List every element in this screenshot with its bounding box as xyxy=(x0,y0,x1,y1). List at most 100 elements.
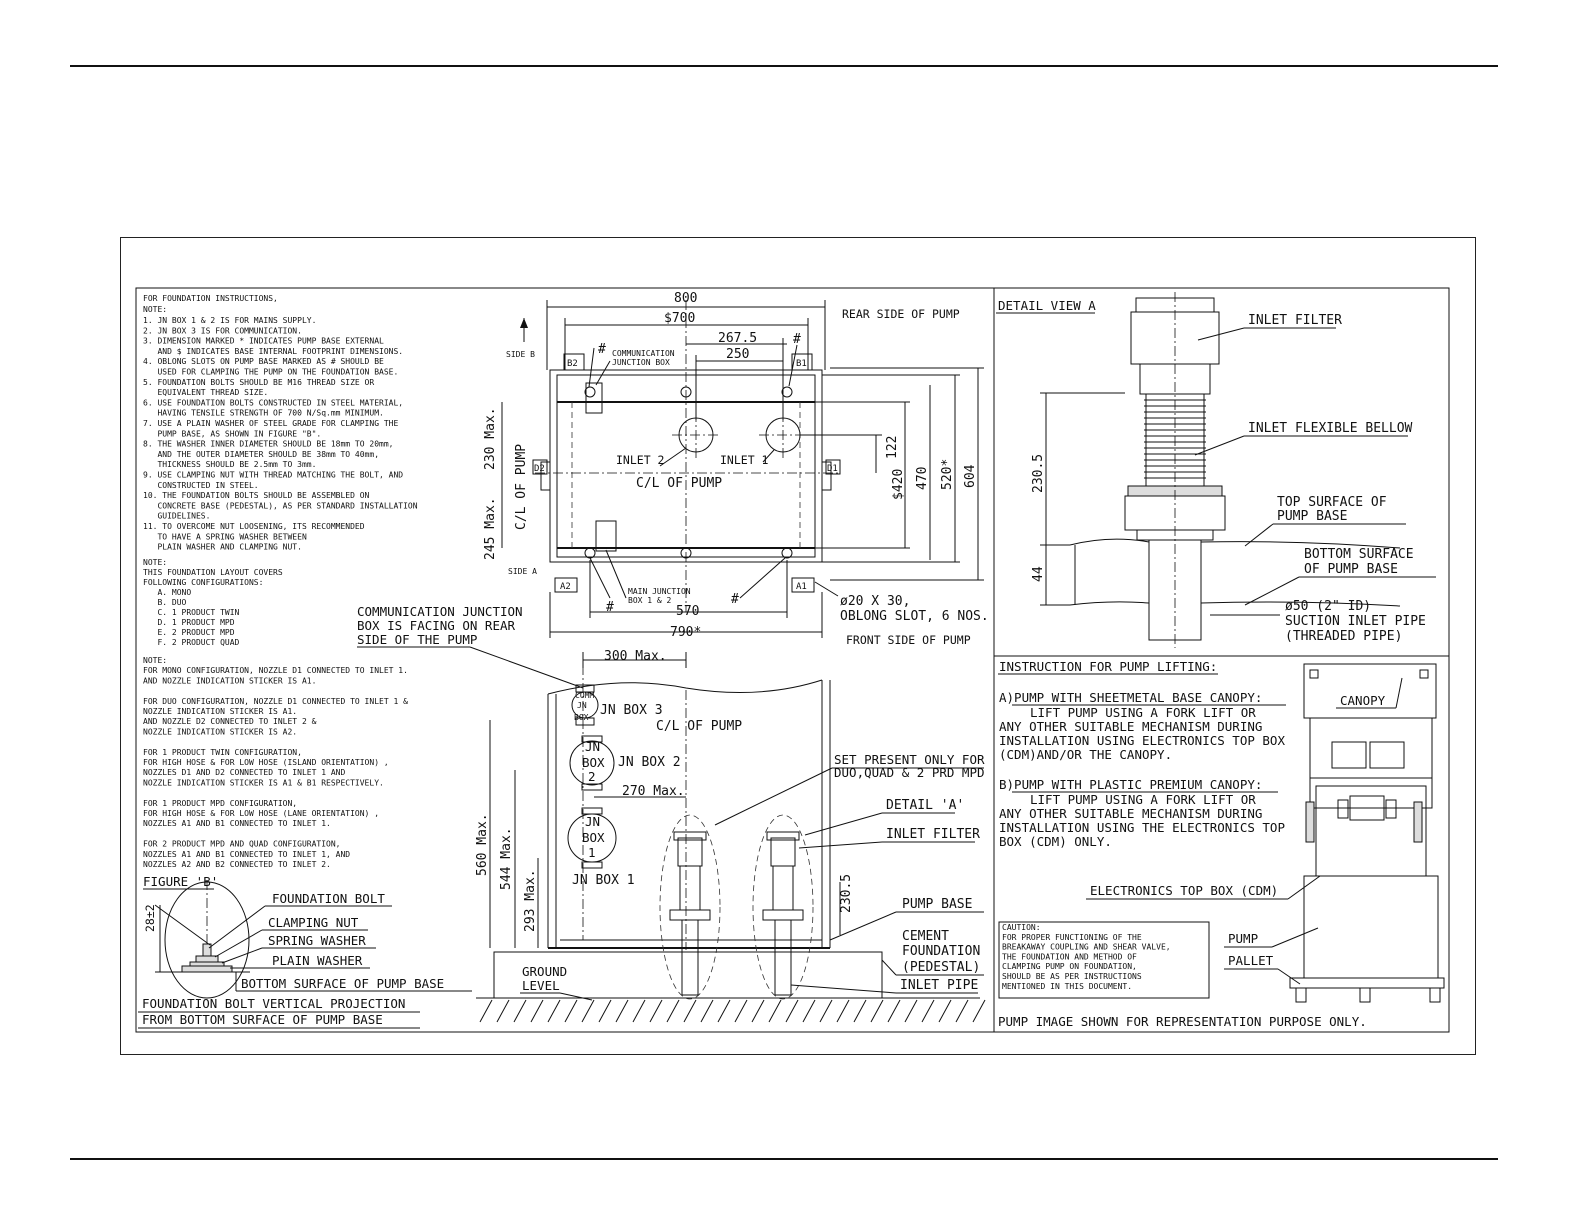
drawing-frame xyxy=(120,237,1476,1055)
ground-hatch xyxy=(479,999,986,1023)
note-line-1: 1. JN BOX 1 & 2 IS FOR MAINS SUPPLY. xyxy=(143,316,316,325)
dim-293: 293 Max. xyxy=(523,869,538,932)
label-clamping-nut: CLAMPING NUT xyxy=(268,915,359,930)
nozzle-line-13: NOZZLE INDICATION STICKER IS A1 & B1 RES… xyxy=(143,778,384,787)
detail-suction-2: SUCTION INLET PIPE xyxy=(1285,614,1426,629)
jn2-jn: JN xyxy=(585,739,600,754)
a2-tag xyxy=(554,577,578,593)
dim-470: 470 xyxy=(915,467,930,490)
lifting-b-line-3: INSTALLATION USING THE ELECTRONICS TOP xyxy=(999,820,1285,835)
config-notes: NOTE:THIS FOUNDATION LAYOUT COVERSFOLLOW… xyxy=(143,558,283,647)
jn3-label: JN BOX 3 xyxy=(600,703,663,718)
main-box-label-2: BOX 1 & 2 xyxy=(628,596,672,605)
note-line-6: USED FOR CLAMPING THE PUMP ON THE FOUNDA… xyxy=(143,368,398,377)
elev-cl-label: C/L OF PUMP xyxy=(656,719,742,734)
b2-tag xyxy=(563,353,585,371)
note-line-8: EQUIVALENT THREAD SIZE. xyxy=(143,388,268,397)
nozzle-line-5: FOR DUO CONFIGURATION, NOZZLE D1 CONNECT… xyxy=(143,697,408,706)
detail-view-panel xyxy=(993,287,1450,657)
caution-line-6: SHOULD BE AS PER INSTRUCTIONS xyxy=(1002,972,1142,981)
dim-270: 270 Max. xyxy=(622,784,685,799)
lifting-b-line-2: ANY OTHER SUITABLE MECHANISM DURING xyxy=(999,806,1262,821)
nozzle-left xyxy=(1305,801,1315,843)
pump-label: PUMP xyxy=(1228,931,1258,946)
note-line-15: THICKNESS SHOULD BE 2.5mm TO 3mm. xyxy=(143,460,316,469)
jn1-jn: JN xyxy=(585,814,600,829)
lifting-panel xyxy=(993,655,1450,1033)
set-present-2: DUO,QUAD & 2 PRD MPD xyxy=(834,765,985,780)
main-box-label-1: MAIN JUNCTION xyxy=(628,587,691,596)
dim-250: 250 xyxy=(726,347,749,362)
dim-700: $700 xyxy=(664,311,695,326)
ground-label-1: GROUND xyxy=(522,964,567,979)
detail-inlet-filter: INLET FILTER xyxy=(1248,313,1342,328)
hash-b1: # xyxy=(793,332,801,347)
note-line-13: 8. THE WASHER INNER DIAMETER SHOULD BE 1… xyxy=(143,440,393,449)
note-line-16: 9. USE CLAMPING NUT WITH THREAD MATCHING… xyxy=(143,471,403,480)
inlet-1-label: INLET 1 xyxy=(720,453,769,467)
comm-note-3: SIDE OF THE PUMP xyxy=(357,632,477,647)
note-line-17: CONSTRUCTED IN STEEL. xyxy=(143,481,259,490)
jn3-comm: COMM xyxy=(575,691,594,700)
nut-shape xyxy=(195,955,219,963)
hash-b2: # xyxy=(598,342,606,357)
detail-bellow: INLET FLEXIBLE BELLOW xyxy=(1248,421,1413,436)
detail-suction-3: (THREADED PIPE) xyxy=(1285,629,1402,644)
note-line-22: TO HAVE A SPRING WASHER BETWEEN xyxy=(143,532,307,541)
etb-label: ELECTRONICS TOP BOX (CDM) xyxy=(1090,883,1278,898)
config-line-1: NOTE: xyxy=(143,558,167,567)
note-line-12: PUMP BASE, AS SHOWN IN FIGURE "B". xyxy=(143,429,321,438)
note-line-14: AND THE OUTER DIAMETER SHOULD BE 38mm TO… xyxy=(143,450,379,459)
elev-inlet-pipe: INLET PIPE xyxy=(900,978,978,993)
comm-note-1: COMMUNICATION JUNCTION xyxy=(357,604,523,619)
config-line-5: B. DUO xyxy=(143,598,187,607)
dim-604: 604 xyxy=(963,464,978,488)
caution-line-4: THE FOUNDATION AND METHOD OF xyxy=(1002,952,1137,961)
lifting-b-line-4: BOX (CDM) ONLY. xyxy=(999,834,1112,849)
config-line-8: E. 2 PRODUCT MPD xyxy=(143,628,235,637)
plan-cl-vertical: C/L OF PUMP xyxy=(514,444,529,530)
detail-top-1: TOP SURFACE OF xyxy=(1277,495,1387,510)
elev-inlet-filter: INLET FILTER xyxy=(886,827,980,842)
figure-b: FIGURE 'B' 28±2 FOUNDATION BOLT CLAMPING… xyxy=(138,874,472,1029)
nozzle-line-12: NOZZLES D1 AND D2 CONNECTED TO INLET 1 A… xyxy=(143,768,345,777)
inlet-2-detail xyxy=(659,814,721,1000)
dim-230: 230 Max. xyxy=(483,407,498,470)
nozzle-line-19: FOR 2 PRODUCT MPD AND QUAD CONFIGURATION… xyxy=(143,840,340,849)
nozzle-right xyxy=(1413,801,1423,843)
label-spring-washer: SPRING WASHER xyxy=(268,933,366,948)
config-line-3: FOLLOWING CONFIGURATIONS: xyxy=(143,578,263,587)
label-d2: D2 xyxy=(534,464,545,474)
comm-note-2: BOX IS FACING ON REAR xyxy=(357,618,516,633)
lifting-a-line-4: (CDM)AND/OR THE CANOPY. xyxy=(999,747,1172,762)
caution-line-2: FOR PROPER FUNCTIONING OF THE xyxy=(1002,933,1142,942)
nozzle-line-3: AND NOZZLE INDICATION STICKER IS A1. xyxy=(143,676,316,685)
dim-28: 28±2 xyxy=(143,904,157,932)
caution-line-7: MENTIONED IN THIS DOCUMENT. xyxy=(1002,982,1132,991)
jn3-jn: JN xyxy=(577,701,587,710)
nozzle-line-21: NOZZLES A2 AND B2 CONNECTED TO INLET 2. xyxy=(143,860,331,869)
config-line-7: D. 1 PRODUCT MPD xyxy=(143,618,235,627)
jn1-box: BOX xyxy=(582,830,605,845)
dim-800: 800 xyxy=(674,291,697,306)
detail-top-2: PUMP BASE xyxy=(1277,509,1347,524)
note-line-5: 4. OBLONG SLOTS ON PUMP BASE MARKED AS #… xyxy=(143,357,384,366)
caution-line-5: CLAMPING PUMP ON FOUNDATION, xyxy=(1002,962,1137,971)
note-line-19: CONCRETE BASE (PEDESTAL), AS PER STANDAR… xyxy=(143,501,418,510)
pump-body xyxy=(1303,875,1439,979)
jn-box-2 xyxy=(569,740,615,786)
nozzle-notes: NOTE:FOR MONO CONFIGURATION, NOZZLE D1 C… xyxy=(143,656,408,869)
lifting-instructions: INSTRUCTION FOR PUMP LIFTING: A)PUMP WIT… xyxy=(998,659,1445,1029)
top-rule xyxy=(70,65,1498,67)
notes-block: FOR FOUNDATION INSTRUCTIONS, NOTE: 1. JN… xyxy=(143,294,418,552)
cement-3: (PEDESTAL) xyxy=(902,960,980,975)
note-line-3: 3. DIMENSION MARKED * INDICATES PUMP BAS… xyxy=(143,337,384,346)
jn3-box: BOX xyxy=(574,713,589,722)
detail-dim-230-5: 230.5 xyxy=(1031,454,1046,493)
inlet-2-label: INLET 2 xyxy=(616,453,664,467)
detail-view-a: DETAIL VIEW A 230.5 44 INLET FILTER INLE… xyxy=(996,292,1436,648)
jn2-label: JN BOX 2 xyxy=(618,755,681,770)
config-line-9: F. 2 PRODUCT QUAD xyxy=(143,638,240,647)
note-line-10: HAVING TENSILE STRENGTH OF 700 N/Sq.mm M… xyxy=(143,409,384,418)
